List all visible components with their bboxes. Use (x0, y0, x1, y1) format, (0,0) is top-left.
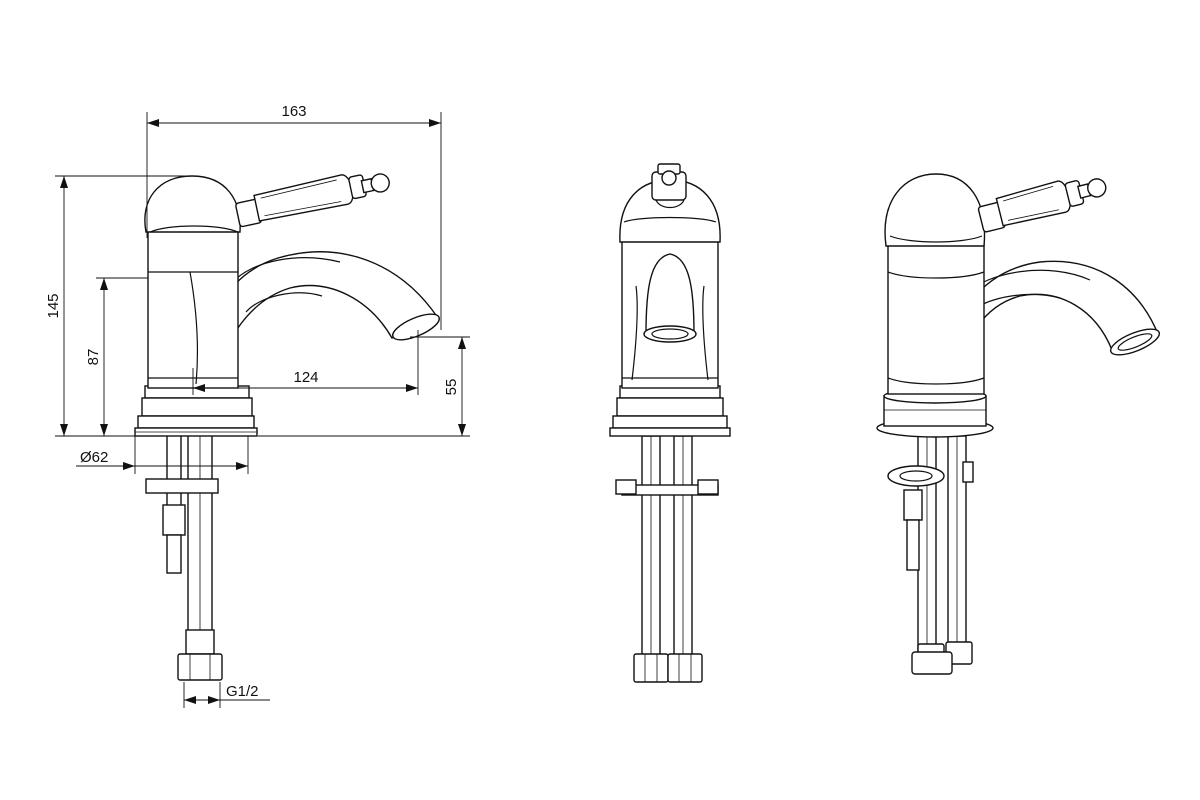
side-view-cap (144, 175, 241, 233)
side-view: 163 145 87 124 (45, 103, 470, 708)
dim-label-thread: G1/2 (226, 683, 259, 700)
side-view-base (134, 385, 258, 437)
side-view-pipes (145, 432, 223, 681)
dimension-124: 124 (192, 330, 419, 395)
perspective-view-body (887, 241, 985, 395)
dim-label-spout-reach: 124 (293, 369, 318, 386)
dim-label-total-height: 145 (45, 293, 62, 318)
side-view-handle (235, 173, 390, 228)
dimension-55: 55 (258, 336, 470, 437)
dim-label-base-diameter: Ø62 (80, 449, 108, 466)
front-view-base (609, 385, 731, 437)
dimension-g12: G1/2 (183, 682, 270, 708)
dimension-87: 87 (85, 277, 148, 436)
front-view-pipes (615, 435, 719, 683)
dim-label-total-width: 163 (281, 103, 306, 120)
dim-label-outlet-height: 55 (443, 379, 460, 396)
perspective-view-cap (884, 173, 986, 247)
front-view-handle (651, 163, 687, 209)
dimension-163: 163 (146, 103, 442, 330)
front-view (609, 163, 731, 683)
perspective-view-handle (977, 178, 1107, 233)
perspective-view (876, 173, 1161, 675)
perspective-view-base (876, 388, 994, 438)
perspective-view-pipes (887, 435, 974, 675)
front-view-spout (645, 253, 695, 335)
side-view-body (147, 229, 239, 389)
dimension-d62: Ø62 (76, 436, 249, 474)
dim-label-spout-height: 87 (85, 349, 102, 366)
dimension-145: 145 (45, 175, 192, 437)
